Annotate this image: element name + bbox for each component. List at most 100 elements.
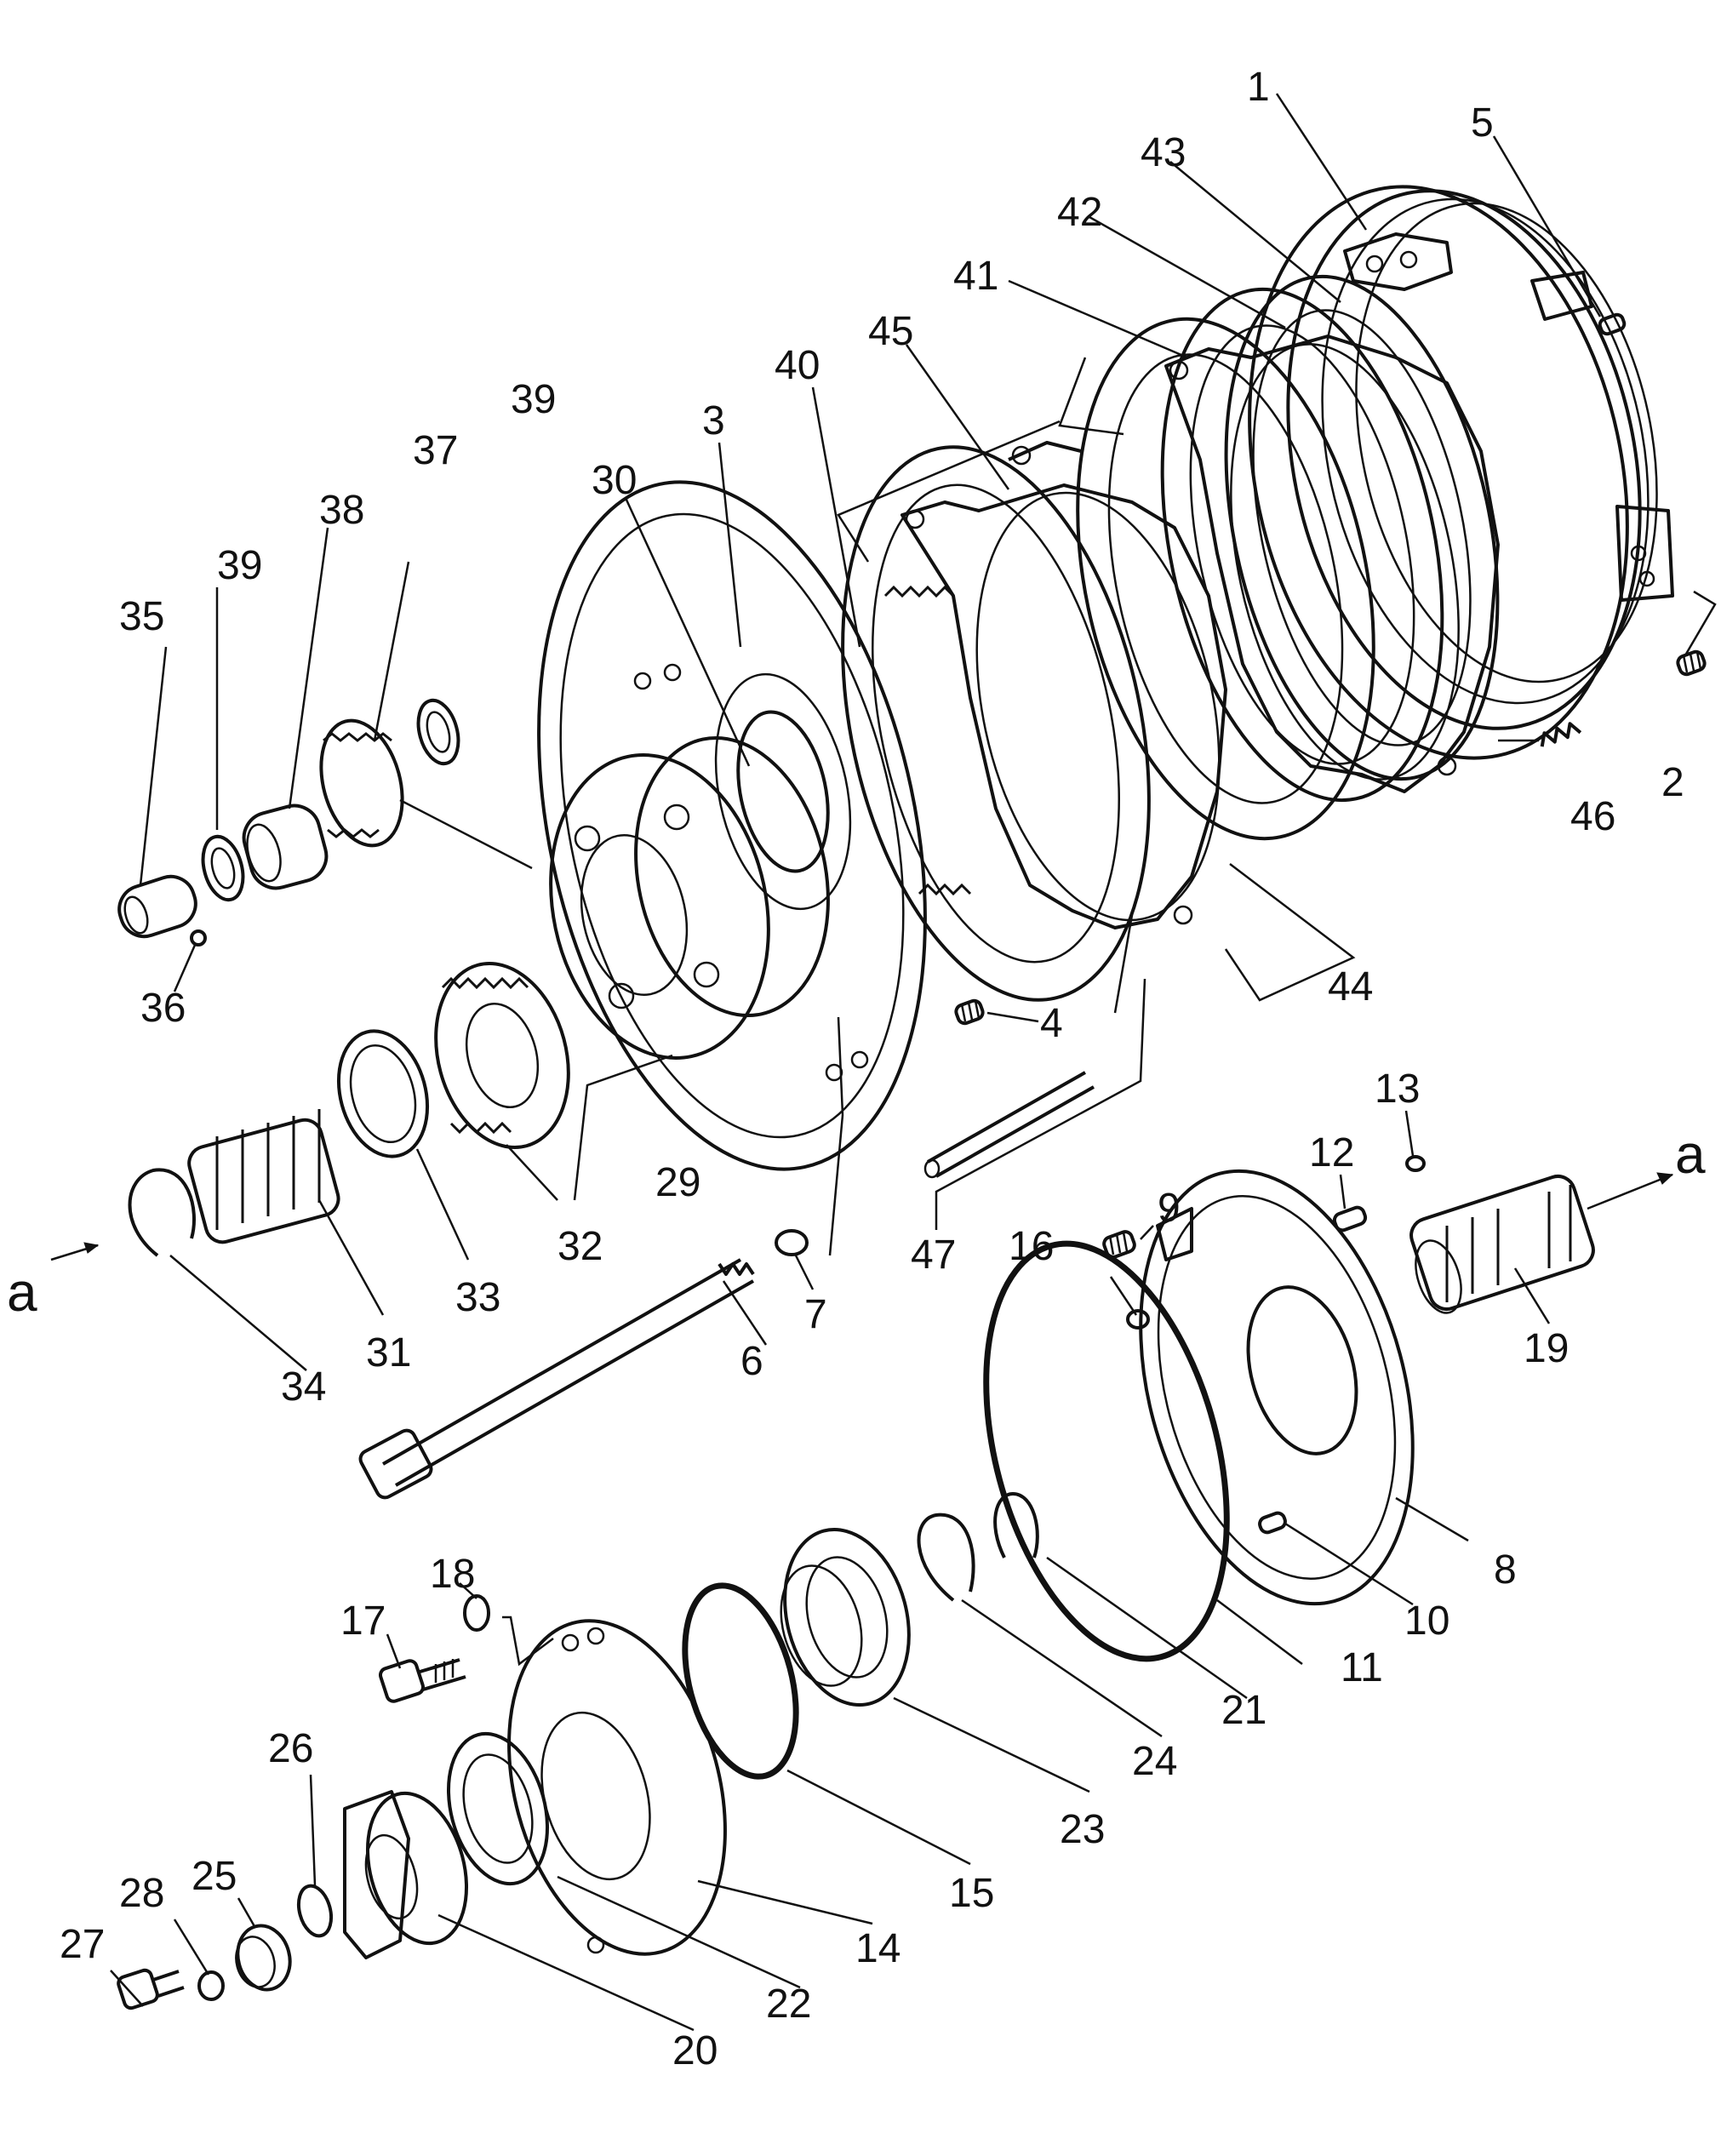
- part-2-spring: [1676, 649, 1707, 677]
- part-9-spring: [1102, 1230, 1136, 1259]
- part-44-plate: [901, 483, 1227, 929]
- part-12-pin: [1332, 1205, 1368, 1232]
- callout-labels: 1 5 43 42 41 45 40 3 30 39 37 38 39 35 3…: [7, 65, 1706, 2073]
- callout-10: 10: [1404, 1598, 1449, 1644]
- part-6-long-bolt: [358, 1258, 755, 1500]
- leader-lines: [110, 93, 1717, 2032]
- part-40-plate: [841, 445, 1151, 1002]
- part-22-seal: [446, 1731, 550, 1886]
- part-19-shaft: [1409, 1174, 1595, 1314]
- callout-42: 42: [1057, 190, 1102, 235]
- part-10-pin: [1258, 1511, 1287, 1535]
- callout-36: 36: [140, 986, 186, 1031]
- callout-24: 24: [1132, 1739, 1177, 1784]
- part-20-yoke: [343, 1790, 469, 1959]
- part-35-sleeve: [117, 874, 197, 939]
- shaft-marker-right: a: [1675, 1124, 1706, 1185]
- part-47-pin: [923, 1071, 1095, 1179]
- callout-19: 19: [1524, 1326, 1569, 1371]
- callout-15: 15: [949, 1871, 994, 1916]
- callout-26: 26: [268, 1726, 313, 1771]
- part-42-plate: [1160, 287, 1444, 803]
- part-18-washer: [463, 1594, 490, 1632]
- part-24-snap-ring: [917, 1513, 975, 1602]
- part-38-needle-bearing: [242, 803, 329, 890]
- callout-45: 45: [868, 309, 913, 354]
- callout-30: 30: [592, 458, 637, 503]
- callout-39-left: 39: [217, 543, 262, 588]
- part-1-housing: [1248, 185, 1674, 760]
- callout-37: 37: [413, 428, 458, 473]
- callout-33: 33: [455, 1275, 500, 1320]
- part-23-bearing: [780, 1527, 911, 1707]
- callout-12: 12: [1309, 1130, 1354, 1175]
- callout-1: 1: [1247, 65, 1270, 110]
- part-17-bolt: [378, 1658, 466, 1703]
- callout-22: 22: [766, 1982, 811, 2027]
- part-39-bearing-left: [201, 834, 245, 902]
- part-45-plate: [1008, 317, 1375, 841]
- callout-31: 31: [366, 1330, 411, 1375]
- callout-5: 5: [1471, 100, 1494, 146]
- callout-28: 28: [119, 1871, 164, 1916]
- part-26-o-ring: [296, 1884, 334, 1938]
- part-21-snap-ring: [993, 1492, 1039, 1558]
- callout-20: 20: [672, 2028, 718, 2073]
- part-32-gear: [434, 961, 570, 1150]
- part-8-cover: [1139, 1169, 1415, 1606]
- part-4-spring: [954, 998, 985, 1026]
- callout-13: 13: [1375, 1067, 1420, 1112]
- part-36-ball: [190, 929, 207, 946]
- callout-29: 29: [655, 1160, 700, 1205]
- part-29-carrier: [549, 735, 830, 1060]
- callout-35: 35: [119, 594, 164, 639]
- callout-47: 47: [911, 1232, 956, 1278]
- callout-43: 43: [1141, 130, 1186, 175]
- callout-9: 9: [1158, 1186, 1181, 1231]
- callout-34: 34: [281, 1364, 326, 1410]
- callout-11: 11: [1341, 1645, 1383, 1690]
- part-13-o-ring-small: [1405, 1155, 1426, 1172]
- callout-44: 44: [1328, 964, 1373, 1009]
- part-41-plate: [1164, 335, 1500, 793]
- part-7-washer: [775, 1229, 809, 1256]
- part-28-washer: [197, 1970, 225, 2001]
- part-37-gear: [319, 718, 404, 848]
- callout-38: 38: [319, 488, 364, 533]
- callout-3: 3: [702, 398, 725, 443]
- shaft-marker-left-arrow: [50, 1242, 100, 1261]
- callout-14: 14: [855, 1926, 901, 1971]
- part-30-race: [736, 710, 830, 873]
- callout-32: 32: [557, 1224, 603, 1269]
- part-33-ring: [336, 1029, 430, 1158]
- callout-27: 27: [60, 1922, 105, 1967]
- part-43-plate: [1224, 274, 1500, 781]
- callout-4: 4: [1040, 1001, 1063, 1046]
- shaft-marker-right-arrow: [1587, 1172, 1674, 1210]
- callout-6: 6: [740, 1339, 763, 1384]
- callout-25: 25: [192, 1854, 237, 1899]
- part-39-bearing-right: [416, 698, 460, 766]
- part-15-o-ring: [682, 1582, 799, 1780]
- callout-46: 46: [1570, 794, 1615, 839]
- part-46-spring: [1540, 722, 1582, 747]
- callout-40: 40: [775, 343, 820, 388]
- callout-8: 8: [1494, 1547, 1517, 1593]
- callout-16: 16: [1009, 1224, 1054, 1269]
- part-5-pin: [1598, 312, 1627, 336]
- part-16-o-ring-small: [1126, 1309, 1150, 1330]
- callout-2: 2: [1661, 760, 1684, 805]
- callout-21: 21: [1221, 1688, 1266, 1733]
- callout-7: 7: [804, 1292, 827, 1337]
- callout-23: 23: [1060, 1807, 1105, 1852]
- part-31-spline-gear: [187, 1109, 340, 1244]
- part-11-o-ring: [983, 1240, 1230, 1662]
- callout-17: 17: [340, 1598, 386, 1644]
- part-34-snap-ring: [128, 1168, 196, 1257]
- callout-39-right: 39: [511, 377, 556, 422]
- callout-41: 41: [953, 254, 998, 299]
- part-25-washer: [235, 1924, 292, 1992]
- shaft-marker-left: a: [7, 1261, 37, 1323]
- callout-18: 18: [430, 1552, 475, 1597]
